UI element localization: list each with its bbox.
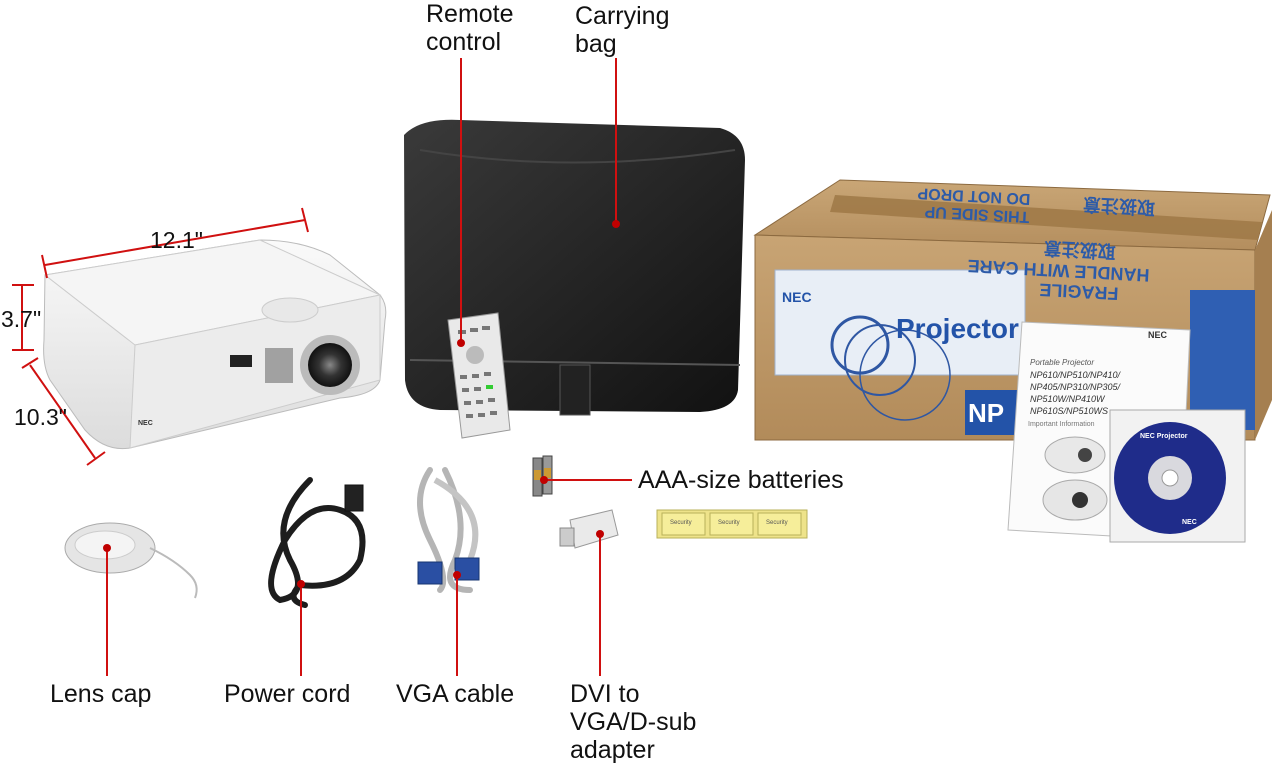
- sticker-2: Security: [718, 520, 740, 526]
- box-handling-drop: DO NOT DROP: [917, 184, 1031, 207]
- box-title: Projector: [896, 313, 1019, 344]
- box-handling-jp: 取扱注意: [1043, 238, 1116, 263]
- security-stickers: Security Security Security: [656, 509, 808, 539]
- cd-title: NEC Projector: [1140, 433, 1188, 440]
- box-handling-fragile: FRAGILE: [1039, 280, 1119, 304]
- callout-dots: [103, 220, 620, 588]
- box-handling-up: THIS SIDE UP: [924, 203, 1030, 225]
- batteries-label: AAA-size batteries: [638, 466, 844, 494]
- cd-brand: NEC: [1182, 519, 1197, 526]
- lens-cap-label: Lens cap: [50, 680, 152, 708]
- dimension-lines: [12, 207, 309, 466]
- lens-cap: [64, 522, 198, 599]
- projector: NEC: [43, 239, 387, 450]
- manual-models-1: NP610/NP510/NP410/: [1030, 370, 1122, 380]
- manual-subtitle: Portable Projector: [1030, 358, 1094, 367]
- box-model: NP: [968, 398, 1004, 428]
- aaa-batteries: [532, 455, 553, 497]
- callout-lines: [106, 58, 632, 676]
- power-cord-label: Power cord: [224, 680, 351, 708]
- dimension-depth-label: 10.3": [14, 404, 67, 430]
- projector-box: NEC Projector NP FRAGILE HANDLE WITH CAR…: [753, 179, 1272, 441]
- sticker-3: Security: [766, 520, 788, 526]
- dimension-width-label: 12.1": [150, 227, 203, 253]
- software-cd: NEC Projector NEC: [1109, 409, 1246, 543]
- dvi-vga-adapter: [559, 509, 619, 549]
- sticker-1: Security: [670, 520, 692, 526]
- dimension-height-label: 3.7": [1, 306, 42, 332]
- vga-cable-label: VGA cable: [396, 680, 515, 708]
- manual-section: Important Information: [1028, 421, 1095, 428]
- manual-models-3: NP510W/NP410W: [1030, 394, 1106, 404]
- box-brand: NEC: [782, 289, 812, 305]
- manual-models-2: NP405/NP310/NP305/: [1030, 382, 1122, 392]
- manual-models-4: NP610S/NP510WS: [1030, 406, 1108, 416]
- vga-cable: [417, 467, 480, 593]
- power-cord: [268, 477, 366, 608]
- manual-brand: NEC: [1148, 330, 1168, 340]
- projector-brand: NEC: [138, 420, 153, 427]
- box-handling-jp-2: 取扱注意: [1082, 194, 1155, 219]
